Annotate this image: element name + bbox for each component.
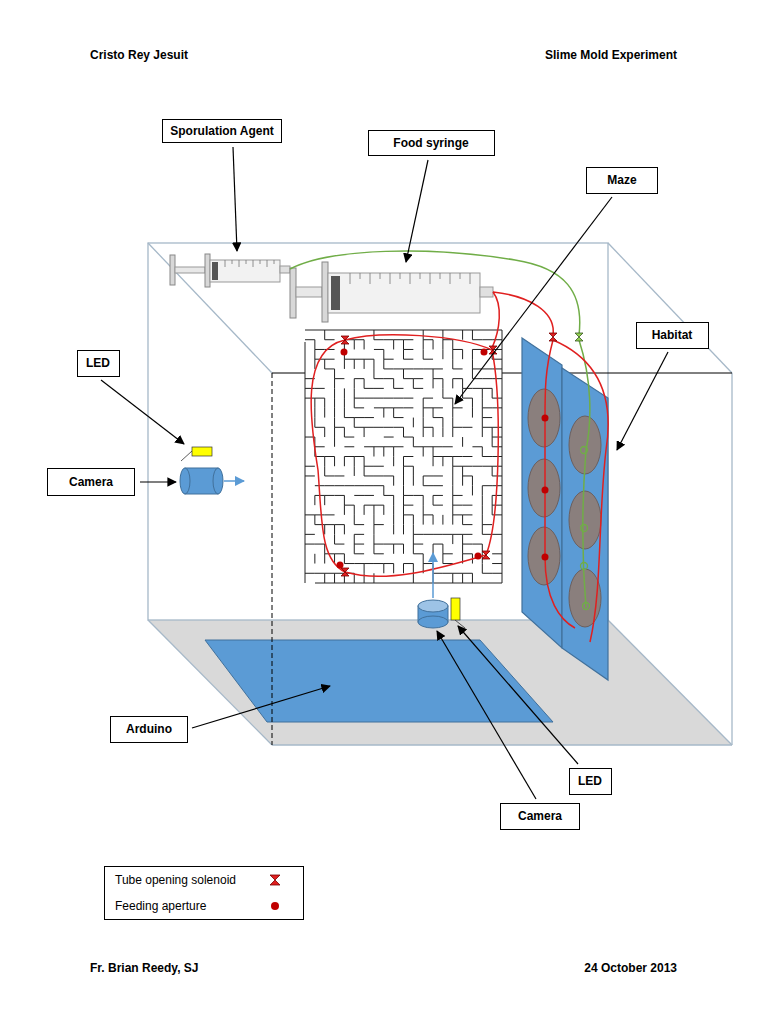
callout-box: Camera: [500, 803, 580, 830]
callout-box: Arduino: [110, 716, 188, 743]
callout-text: LED: [86, 356, 110, 370]
maze-panel: [305, 330, 502, 583]
food-syringe: [290, 262, 493, 322]
callout-text: Habitat: [652, 328, 693, 342]
led-symbol: [181, 447, 212, 461]
callout-box: Habitat: [636, 322, 709, 349]
aperture-symbol: [265, 896, 285, 916]
legend-box: Tube opening solenoidFeeding aperture: [104, 866, 304, 920]
habitat-panel: [522, 338, 562, 648]
cube-hidden-edge: [272, 373, 273, 745]
callout-text: Camera: [518, 809, 562, 823]
page-note: Cristo Rey Jesuit: [90, 48, 188, 62]
feeding-aperture: [337, 349, 549, 569]
floor: [148, 620, 732, 745]
legend-text: Feeding aperture: [115, 893, 206, 919]
callout-text: Sporulation Agent: [170, 124, 274, 138]
callout-box: LED: [569, 768, 612, 795]
callout-text: Camera: [69, 475, 113, 489]
callout-box: Sporulation Agent: [162, 119, 282, 143]
camera-symbol: [418, 553, 448, 628]
maze-walls: [305, 330, 502, 583]
callout-box: LED: [77, 350, 120, 377]
callout-text: Maze: [607, 173, 636, 187]
feeding-aperture: [581, 447, 590, 610]
callout-box: Camera: [47, 468, 135, 496]
callout-box: Food syringe: [368, 130, 495, 156]
callout-text: LED: [578, 774, 602, 788]
enclosure-cube: [148, 243, 732, 745]
sporulation-syringe: [170, 254, 290, 287]
callout-box: Maze: [586, 167, 658, 194]
feeding-tube: [290, 251, 608, 642]
legend-row: Tube opening solenoid: [105, 867, 303, 893]
solenoid-symbol: [265, 870, 285, 890]
legend-text: Tube opening solenoid: [115, 867, 236, 893]
led-symbol: [451, 598, 465, 628]
page-header: Slime Mold Experiment: [545, 48, 677, 62]
tube-solenoid: [341, 333, 583, 576]
page-note: 24 October 2013: [584, 961, 677, 975]
page-note: Fr. Brian Reedy, SJ: [90, 961, 199, 975]
leader-line: [101, 147, 668, 799]
callout-text: Arduino: [126, 722, 172, 736]
arduino-board: [205, 640, 553, 722]
camera-symbol: [180, 468, 244, 494]
legend-row: Feeding aperture: [105, 893, 303, 919]
callout-text: Food syringe: [393, 136, 468, 150]
